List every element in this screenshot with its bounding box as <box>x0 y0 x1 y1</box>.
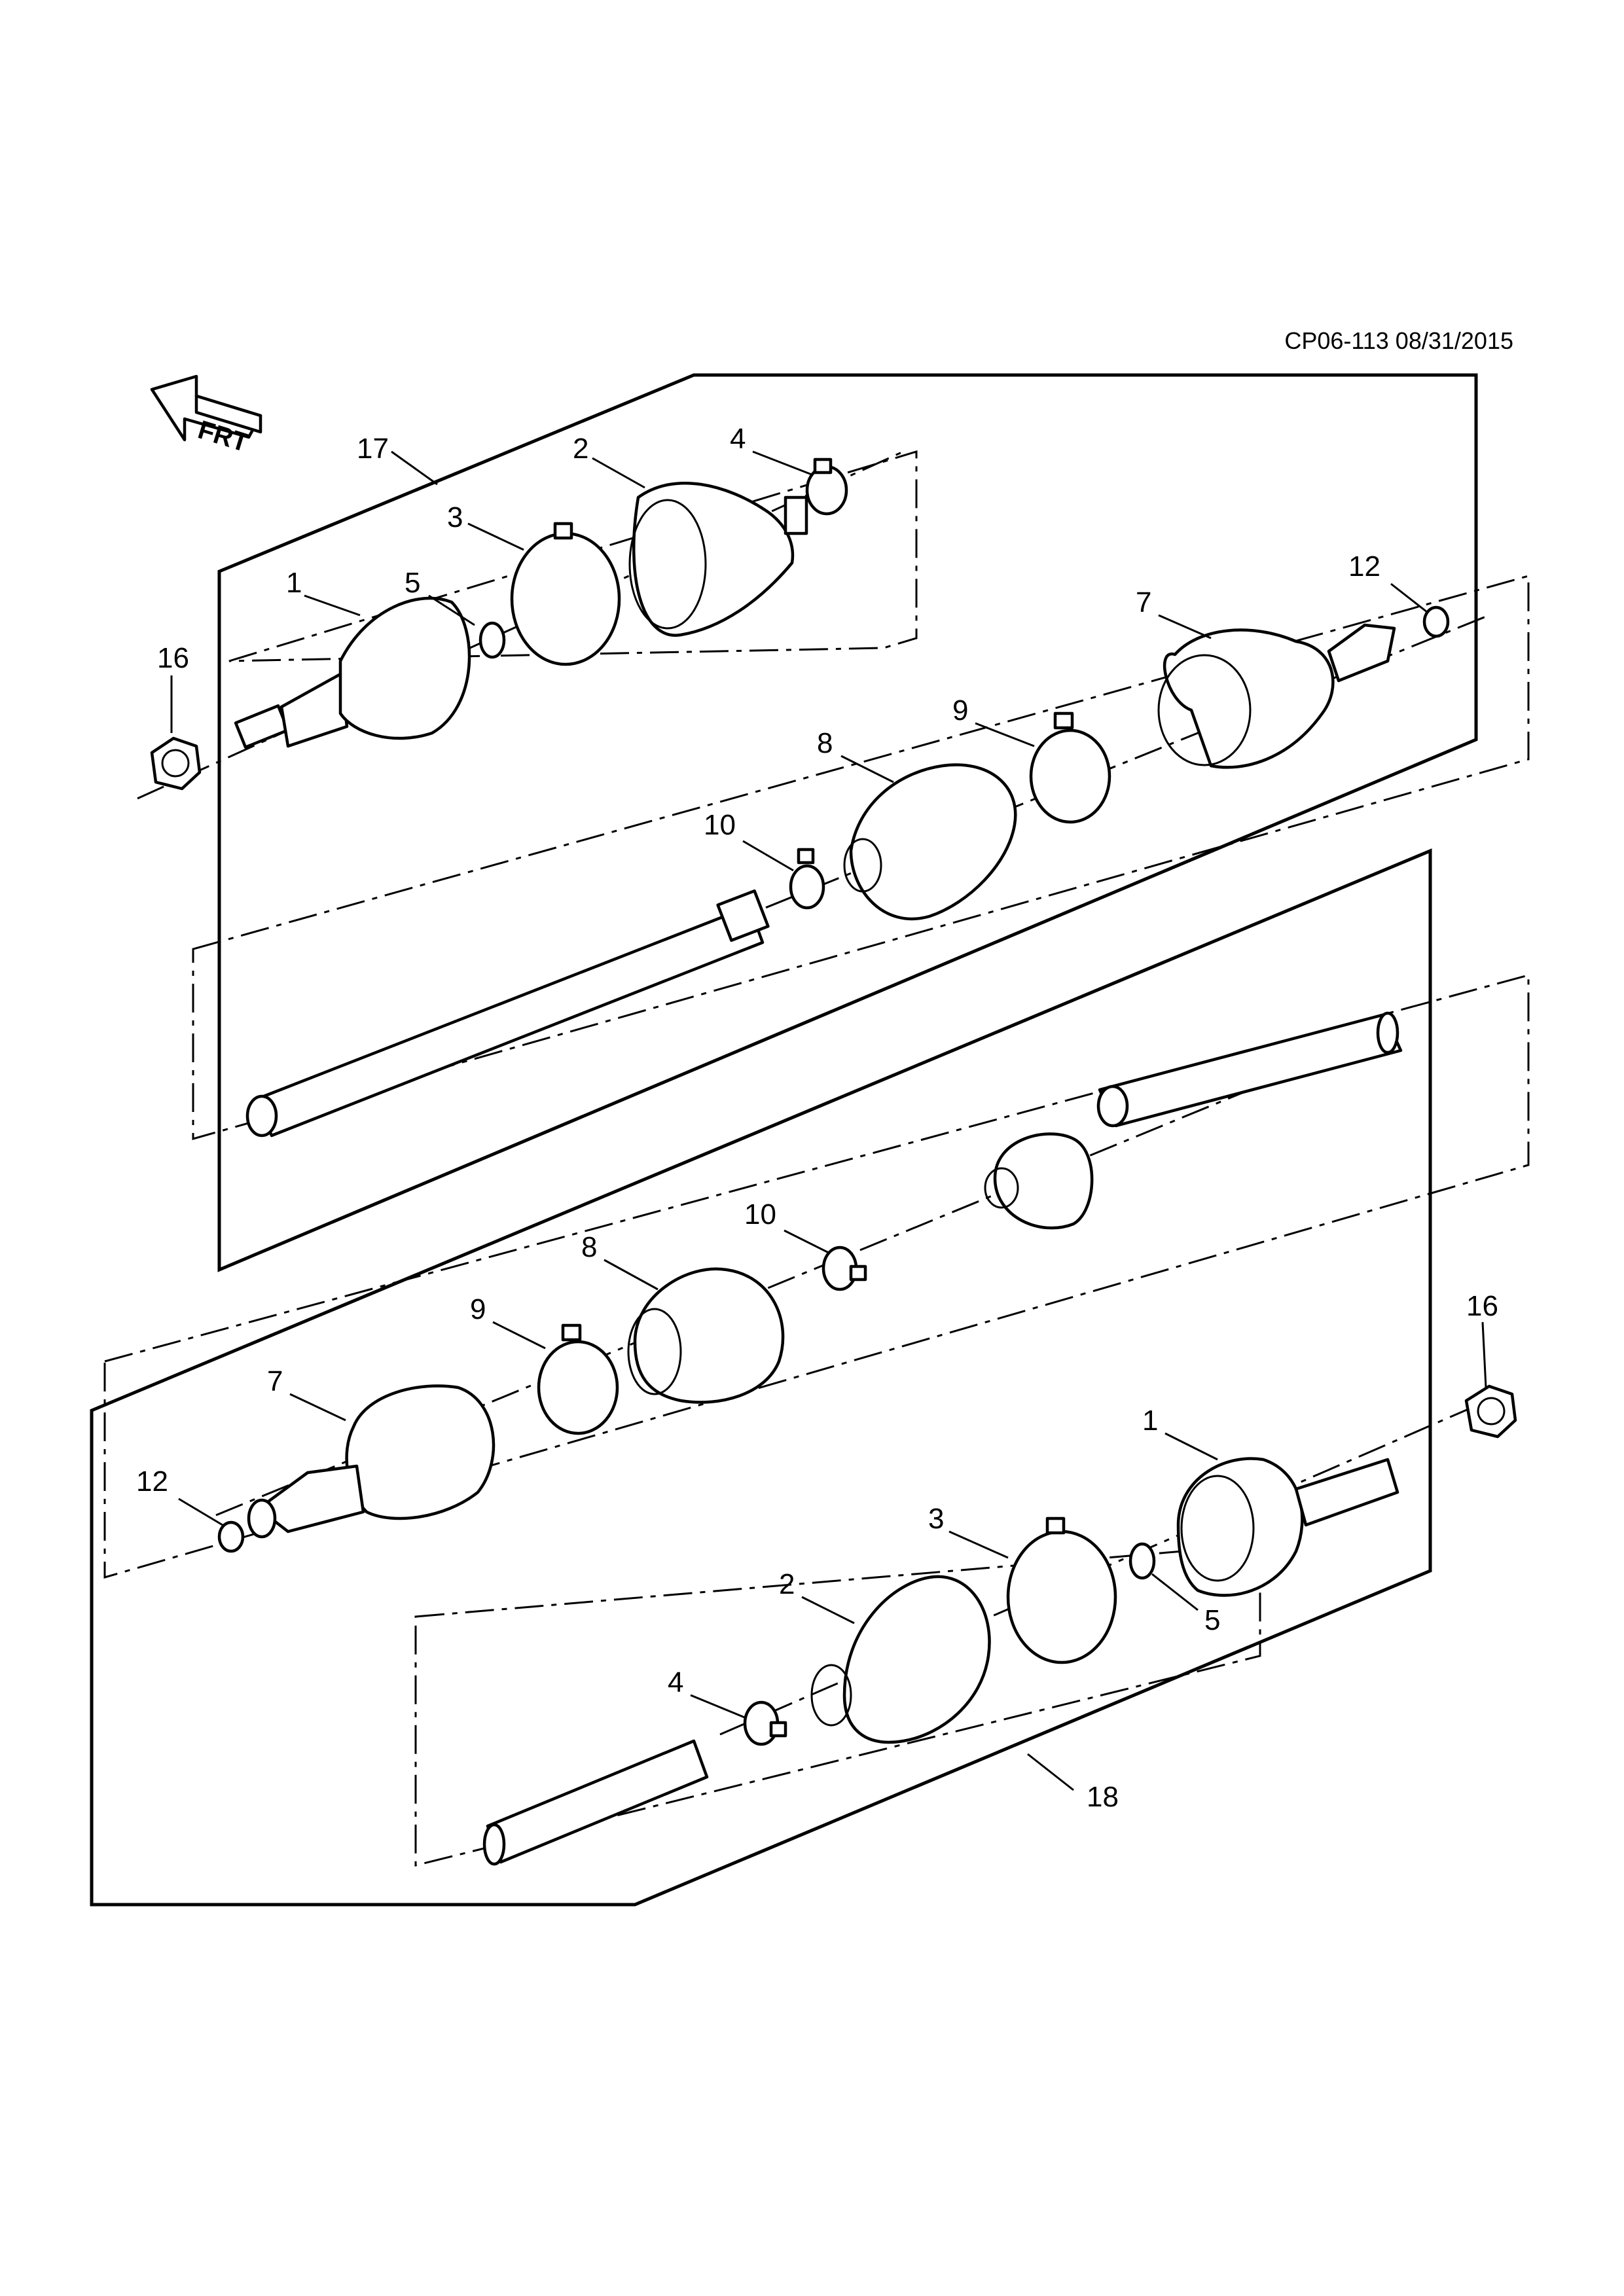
hub-nut <box>150 736 202 791</box>
assembly-18-envelope-outer-joint <box>414 1543 1261 1867</box>
assembly-17-envelope-outer-joint <box>228 450 918 662</box>
callout-16-right: 16 <box>1466 1290 1498 1322</box>
assembly-17-frame <box>217 373 1478 1272</box>
assembly-18-frame <box>90 848 1432 1907</box>
callout-12: 12 <box>1348 550 1380 583</box>
outer-cv-joint <box>234 596 471 749</box>
callout-9-right: 9 <box>470 1293 486 1325</box>
hub-nut-right <box>1464 1384 1517 1439</box>
assembly-18: 10 8 9 7 12 16 1 3 5 2 4 18 <box>90 848 1530 1907</box>
callout-3-right: 3 <box>928 1503 944 1535</box>
inner-cv-joint-right <box>247 1384 496 1539</box>
callout-1: 1 <box>286 567 302 599</box>
callout-9: 9 <box>952 694 968 726</box>
callout-8: 8 <box>817 727 833 759</box>
assembly-17-envelope-shaft <box>192 575 1530 1140</box>
front-direction-arrow-icon: FRT <box>150 374 262 457</box>
callout-7: 7 <box>1136 586 1151 619</box>
callout-8-right: 8 <box>581 1231 597 1263</box>
callout-1-right: 1 <box>1142 1405 1158 1437</box>
callout-10: 10 <box>704 809 736 841</box>
callout-5: 5 <box>405 567 420 599</box>
outer-boot-right <box>810 1575 991 1744</box>
callout-2-right: 2 <box>779 1568 795 1600</box>
drive-shaft-right <box>1096 1011 1403 1128</box>
assembly-18-envelope-shaft <box>103 974 1530 1579</box>
drive-shaft-stub <box>482 1739 709 1866</box>
callout-assembly-18: 18 <box>1087 1781 1119 1813</box>
inner-boot-right <box>627 1267 785 1404</box>
inner-cv-joint <box>1157 623 1396 769</box>
large-boot-clamp <box>510 531 621 666</box>
document-reference: CP06-113 08/31/2015 <box>1284 327 1513 354</box>
inner-boot <box>843 763 1017 921</box>
snap-ring <box>478 621 506 659</box>
large-boot-clamp-inner <box>1029 728 1111 824</box>
circlip <box>1422 605 1450 638</box>
assembly-17: 17 16 1 5 3 2 4 12 7 9 8 10 <box>137 373 1530 1272</box>
callout-16: 16 <box>157 642 189 674</box>
callout-7-right: 7 <box>267 1365 283 1397</box>
assembly-18-axis-upper <box>215 1072 1290 1516</box>
outer-boot <box>628 481 808 637</box>
callout-3: 3 <box>447 501 463 533</box>
small-boot-clamp-inner <box>789 864 825 910</box>
callout-assembly-17: 17 <box>357 433 389 465</box>
callout-10-right: 10 <box>744 1198 776 1230</box>
outer-cv-joint-right <box>1176 1457 1399 1597</box>
large-boot-clamp-right <box>1006 1530 1117 1664</box>
callout-12-right: 12 <box>136 1465 168 1498</box>
snap-ring-right <box>1128 1542 1156 1580</box>
large-boot-clamp-inner-right <box>537 1340 619 1435</box>
callout-4: 4 <box>730 423 746 455</box>
callout-2: 2 <box>573 433 588 465</box>
drive-shaft-left <box>245 889 770 1138</box>
callout-4-right: 4 <box>668 1666 683 1698</box>
callout-5-right: 5 <box>1204 1604 1220 1636</box>
circlip-right <box>217 1520 245 1553</box>
torsional-damper <box>984 1132 1094 1230</box>
